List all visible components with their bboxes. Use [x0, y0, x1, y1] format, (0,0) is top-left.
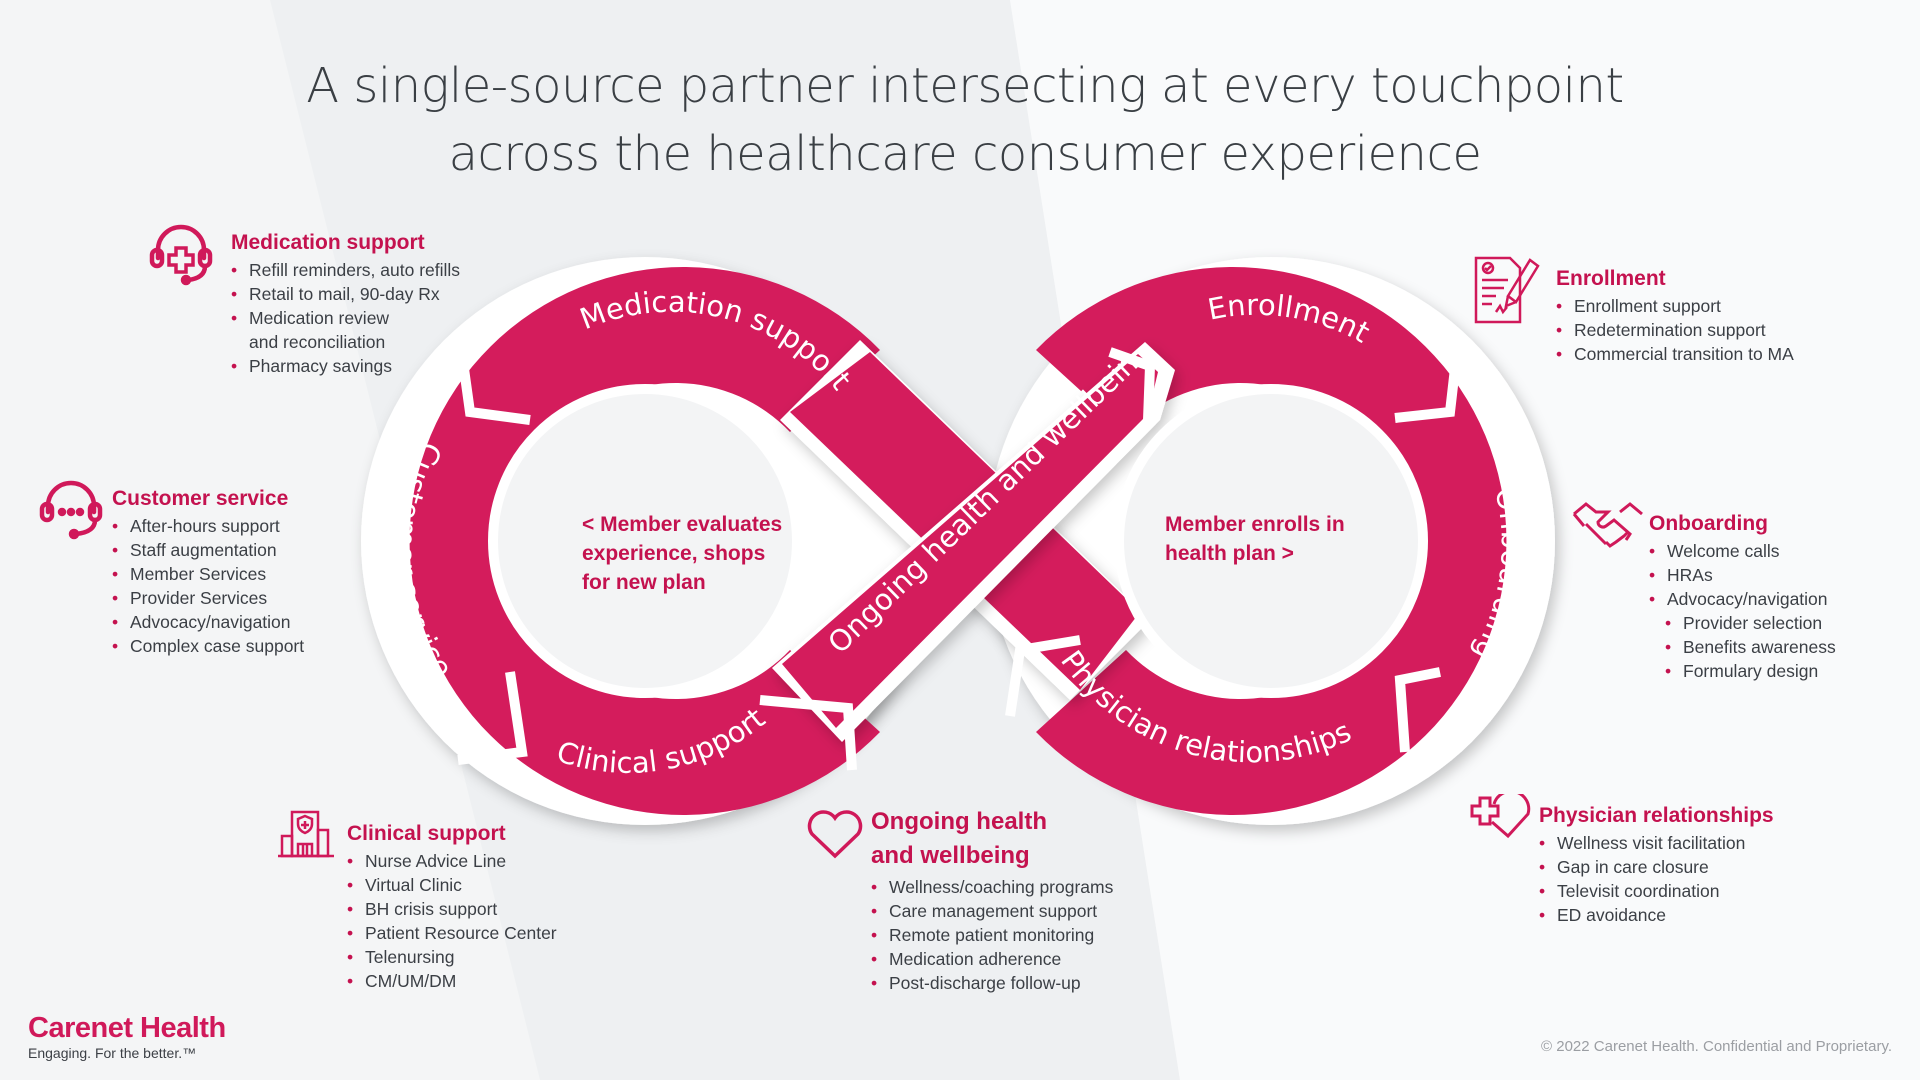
- list-item: Wellness visit facilitation: [1539, 831, 1774, 855]
- hospital-building-icon: [278, 810, 334, 858]
- copyright: © 2022 Carenet Health. Confidential and …: [1541, 1038, 1892, 1055]
- block-onboarding: Onboarding Welcome calls HRAs Advocacy/n…: [1649, 511, 1836, 683]
- list-item: Wellness/coaching programs: [871, 875, 1113, 899]
- list-item: Medication adherence: [871, 947, 1113, 971]
- separator-med-cust: [455, 339, 531, 425]
- list-item: ED avoidance: [1539, 903, 1774, 927]
- brand-name: Carenet Health: [28, 1012, 226, 1044]
- list-item: Pharmacy savings: [231, 354, 460, 378]
- list-item: Redetermination support: [1556, 318, 1794, 342]
- list-item: Advocacy/navigation: [1649, 587, 1836, 611]
- block-title: Physician relationships: [1539, 804, 1774, 827]
- segment-left-ring: [409, 267, 880, 816]
- separator-phy-desc: [1005, 635, 1081, 717]
- title-line-2: across the healthcare consumer experienc…: [448, 126, 1482, 182]
- separator-onb-phy: [1394, 667, 1441, 753]
- block-physician-relationships: Physician relationships Wellness visit f…: [1539, 803, 1774, 927]
- list-item: After-hours support: [112, 514, 304, 538]
- separator-cust-clin: [457, 671, 528, 765]
- block-ongoing-health: Ongoing health and wellbeing Wellness/co…: [871, 805, 1113, 995]
- brand-tagline: Engaging. For the better.™: [28, 1045, 197, 1061]
- list-subitem: Benefits awareness: [1665, 635, 1836, 659]
- list-item: Care management support: [871, 899, 1113, 923]
- separator-enr-onb: [1394, 341, 1463, 423]
- list-item: Member Services: [112, 562, 304, 586]
- separator-ong-enr: [1108, 347, 1156, 421]
- block-title: Medication support: [231, 231, 425, 254]
- list-item: Welcome calls: [1649, 539, 1836, 563]
- list-item: Post-discharge follow-up: [871, 971, 1113, 995]
- list-item: HRAs: [1649, 563, 1836, 587]
- block-customer-service: Customer service After-hours support Sta…: [112, 486, 304, 658]
- list-item: Refill reminders, auto refills: [231, 258, 460, 282]
- list-item: Retail to mail, 90-day Rx: [231, 282, 460, 306]
- list-item: Virtual Clinic: [347, 873, 557, 897]
- block-title: Customer service: [112, 487, 289, 510]
- heart-cross-icon: [1470, 794, 1531, 839]
- headset-dots-icon: [39, 480, 103, 540]
- list-item: Advocacy/navigation: [112, 610, 304, 634]
- list-item: Provider Services: [112, 586, 304, 610]
- headset-cross-icon: [149, 224, 213, 286]
- block-medication-support: Medication support Refill reminders, aut…: [231, 230, 460, 378]
- list-item: CM/UM/DM: [347, 969, 557, 993]
- list-item: Nurse Advice Line: [347, 849, 557, 873]
- list-item: Remote patient monitoring: [871, 923, 1113, 947]
- heart-icon: [807, 810, 863, 859]
- list-subitem: Provider selection: [1665, 611, 1836, 635]
- block-title: Clinical support: [347, 822, 506, 845]
- list-subitem: Formulary design: [1665, 659, 1836, 683]
- separator-clin-ong: [759, 695, 857, 771]
- signed-document-icon: [1474, 256, 1540, 324]
- carenet-logo: Carenet Health Engaging. For the better.…: [28, 1012, 226, 1062]
- segment-ongoing-health: [782, 354, 1158, 728]
- block-enrollment: Enrollment Enrollment support Redetermin…: [1556, 266, 1794, 366]
- list-item: Complex case support: [112, 634, 304, 658]
- list-item: Gap in care closure: [1539, 855, 1774, 879]
- block-title: Onboarding: [1649, 512, 1768, 535]
- right-loop-note: Member enrolls in health plan >: [1165, 513, 1345, 565]
- title-line-1: A single-source partner intersecting at …: [306, 58, 1624, 114]
- block-title: Ongoing health and wellbeing: [871, 808, 1047, 869]
- list-item: Enrollment support: [1556, 294, 1794, 318]
- page-title: A single-source partner intersecting at …: [0, 52, 1920, 188]
- list-item: Staff augmentation: [112, 538, 304, 562]
- list-item: BH crisis support: [347, 897, 557, 921]
- handshake-icon: [1572, 502, 1643, 548]
- list-item: Televisit coordination: [1539, 879, 1774, 903]
- left-loop-note: < Member evaluates experience, shops for…: [582, 513, 783, 594]
- list-item: Commercial transition to MA: [1556, 342, 1794, 366]
- list-item: Telenursing: [347, 945, 557, 969]
- block-title: Enrollment: [1556, 267, 1666, 290]
- list-item: Patient Resource Center: [347, 921, 557, 945]
- block-clinical-support: Clinical support Nurse Advice Line Virtu…: [347, 821, 557, 993]
